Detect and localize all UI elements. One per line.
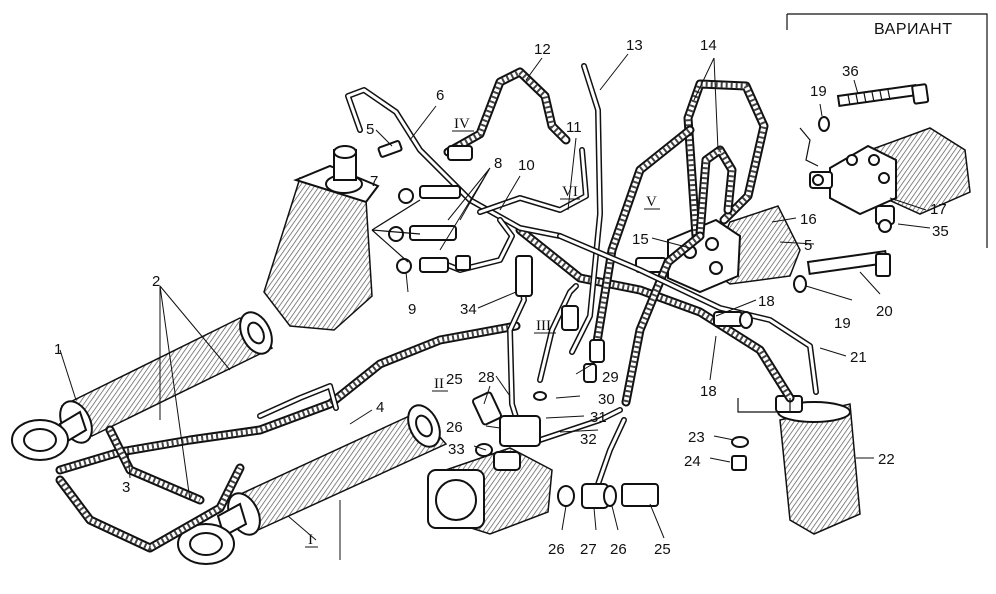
label-roman-vi: VI [562, 184, 578, 200]
variant-washer-19 [818, 116, 830, 132]
label-29: 29 [602, 369, 619, 386]
variant-pump-block [799, 127, 971, 233]
leader-lines [59, 53, 931, 560]
label-32: 32 [580, 431, 597, 448]
label-26c: 26 [610, 541, 627, 558]
label-9: 9 [408, 301, 416, 318]
label-36: 36 [842, 63, 859, 80]
label-14: 14 [700, 37, 717, 54]
hydraulic-cylinder-lower [177, 404, 448, 565]
label-roman-v: V [646, 194, 657, 210]
label-roman-iv: IV [454, 116, 470, 132]
label-roman-i: I [308, 532, 313, 548]
label-25b: 25 [654, 541, 671, 558]
label-5b: 5 [804, 237, 812, 254]
label-18a: 18 [758, 293, 775, 310]
label-26b: 26 [548, 541, 565, 558]
label-19b: 19 [834, 315, 851, 332]
label-6: 6 [436, 87, 444, 104]
label-13: 13 [626, 37, 643, 54]
label-3: 3 [122, 479, 130, 496]
label-20: 20 [876, 303, 893, 320]
label-28: 28 [478, 369, 495, 386]
label-10: 10 [518, 157, 535, 174]
label-24: 24 [684, 453, 701, 470]
label-16: 16 [800, 211, 817, 228]
variant-frame [786, 13, 988, 248]
label-27: 27 [580, 541, 597, 558]
label-25a: 25 [446, 371, 463, 388]
part-labels: 1 2 3 4 5 5 6 7 8 9 10 11 12 13 14 15 16… [54, 37, 949, 558]
main-pump [635, 205, 801, 294]
fittings [371, 140, 891, 509]
oil-filter [775, 395, 861, 535]
section-labels: I II III IV V VI [305, 116, 660, 548]
variant-title: ВАРИАНТ [874, 21, 952, 38]
label-11: 11 [566, 119, 582, 136]
label-roman-ii: II [434, 376, 444, 392]
label-31: 31 [590, 409, 607, 426]
hydraulic-cylinder-upper [11, 311, 274, 461]
hoses [55, 67, 795, 553]
label-15: 15 [632, 231, 649, 248]
label-roman-iii: III [536, 318, 551, 334]
label-18b: 18 [700, 383, 717, 400]
label-2: 2 [152, 273, 160, 290]
label-22: 22 [878, 451, 895, 468]
label-19a: 19 [810, 83, 827, 100]
label-35: 35 [932, 223, 949, 240]
variant-bolt-36 [836, 83, 930, 108]
label-26a: 26 [446, 419, 463, 436]
label-30: 30 [598, 391, 615, 408]
oil-tank [263, 145, 380, 331]
label-23: 23 [688, 429, 705, 446]
label-4: 4 [376, 399, 384, 416]
label-21: 21 [850, 349, 867, 366]
hydraulic-motor [427, 447, 553, 535]
label-12: 12 [534, 41, 551, 58]
label-7: 7 [370, 173, 378, 190]
label-5a: 5 [366, 121, 374, 138]
label-17: 17 [930, 201, 947, 218]
label-1: 1 [54, 341, 62, 358]
label-33: 33 [448, 441, 465, 458]
variant-inset [786, 13, 988, 248]
label-34: 34 [460, 301, 477, 318]
label-8: 8 [494, 155, 502, 172]
